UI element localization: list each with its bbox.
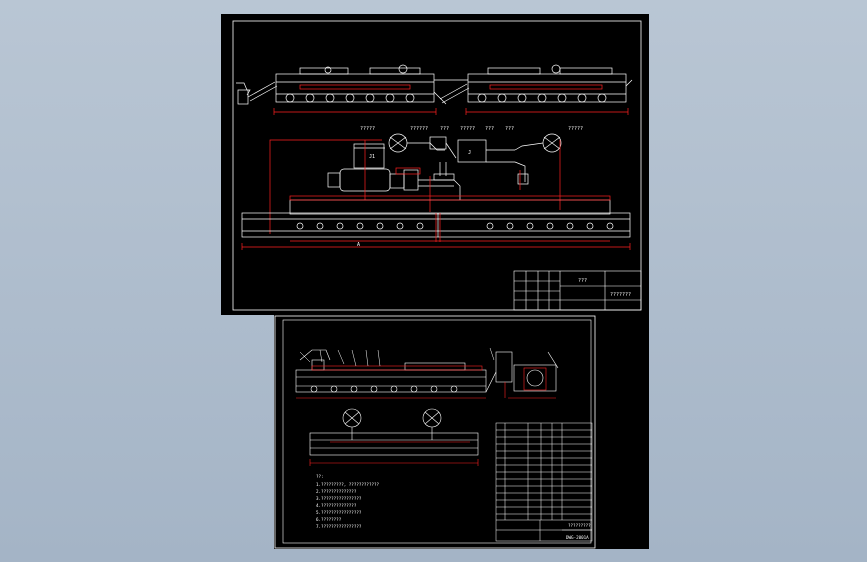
callout-label: ??????	[410, 126, 428, 132]
elevation-view-red	[296, 365, 556, 399]
callout-label: ???	[440, 126, 449, 132]
component-mark: A	[357, 242, 360, 248]
note-line: 3.????????????????	[316, 496, 362, 501]
fan-piping-system	[327, 133, 562, 200]
plan-view-red	[309, 441, 479, 466]
callout-leaders	[299, 347, 495, 367]
note-line: 6.????????	[316, 517, 342, 522]
piping-red-lines	[269, 139, 561, 234]
callout-label: ???	[485, 126, 494, 132]
note-line: 4.??????????????	[316, 503, 357, 508]
title-block-1	[513, 270, 642, 311]
component-mark: J	[468, 150, 471, 156]
note-line: 2.??????????????	[316, 489, 357, 494]
note-line: 7.????????????????	[316, 524, 362, 529]
note-line: 5.????????????????	[316, 510, 362, 515]
callout-label: ???	[505, 126, 514, 132]
sheet-2-outer-border	[274, 315, 596, 549]
dryer-unit-2	[439, 64, 633, 104]
title-block-cell: ???????	[610, 292, 631, 298]
sheet-1-paper	[221, 14, 649, 315]
callout-label: ?????	[568, 126, 583, 132]
main-dryer-dims	[241, 195, 631, 250]
sheet-2-paper	[274, 315, 649, 549]
drawing-number: DWG-2001A	[566, 535, 589, 540]
dryer-unit-1-dims	[273, 84, 437, 115]
note-line: 1.?????????, ????????????	[316, 482, 380, 487]
dryer-unit-2-dims	[465, 84, 629, 115]
technical-notes: ??: 1.?????????, ???????????? 2.????????…	[316, 474, 380, 529]
parts-list-table	[495, 422, 593, 542]
drawing-name: ?????????	[568, 523, 591, 528]
callout-label: ?????	[360, 126, 375, 132]
drawing-sheet-1: ????? ?????? ??? ????? ??? ??? ????? J1 …	[221, 14, 649, 315]
sheet-1-border	[232, 20, 642, 311]
title-block-cell: ???	[578, 278, 587, 284]
component-mark: J1	[369, 154, 375, 160]
plan-view	[309, 408, 479, 456]
drawing-sheet-2: ??: 1.?????????, ???????????? 2.????????…	[274, 315, 649, 549]
sheet-2-inner-border	[282, 319, 592, 544]
callout-label: ?????	[460, 126, 475, 132]
notes-title: ??:	[316, 474, 324, 479]
